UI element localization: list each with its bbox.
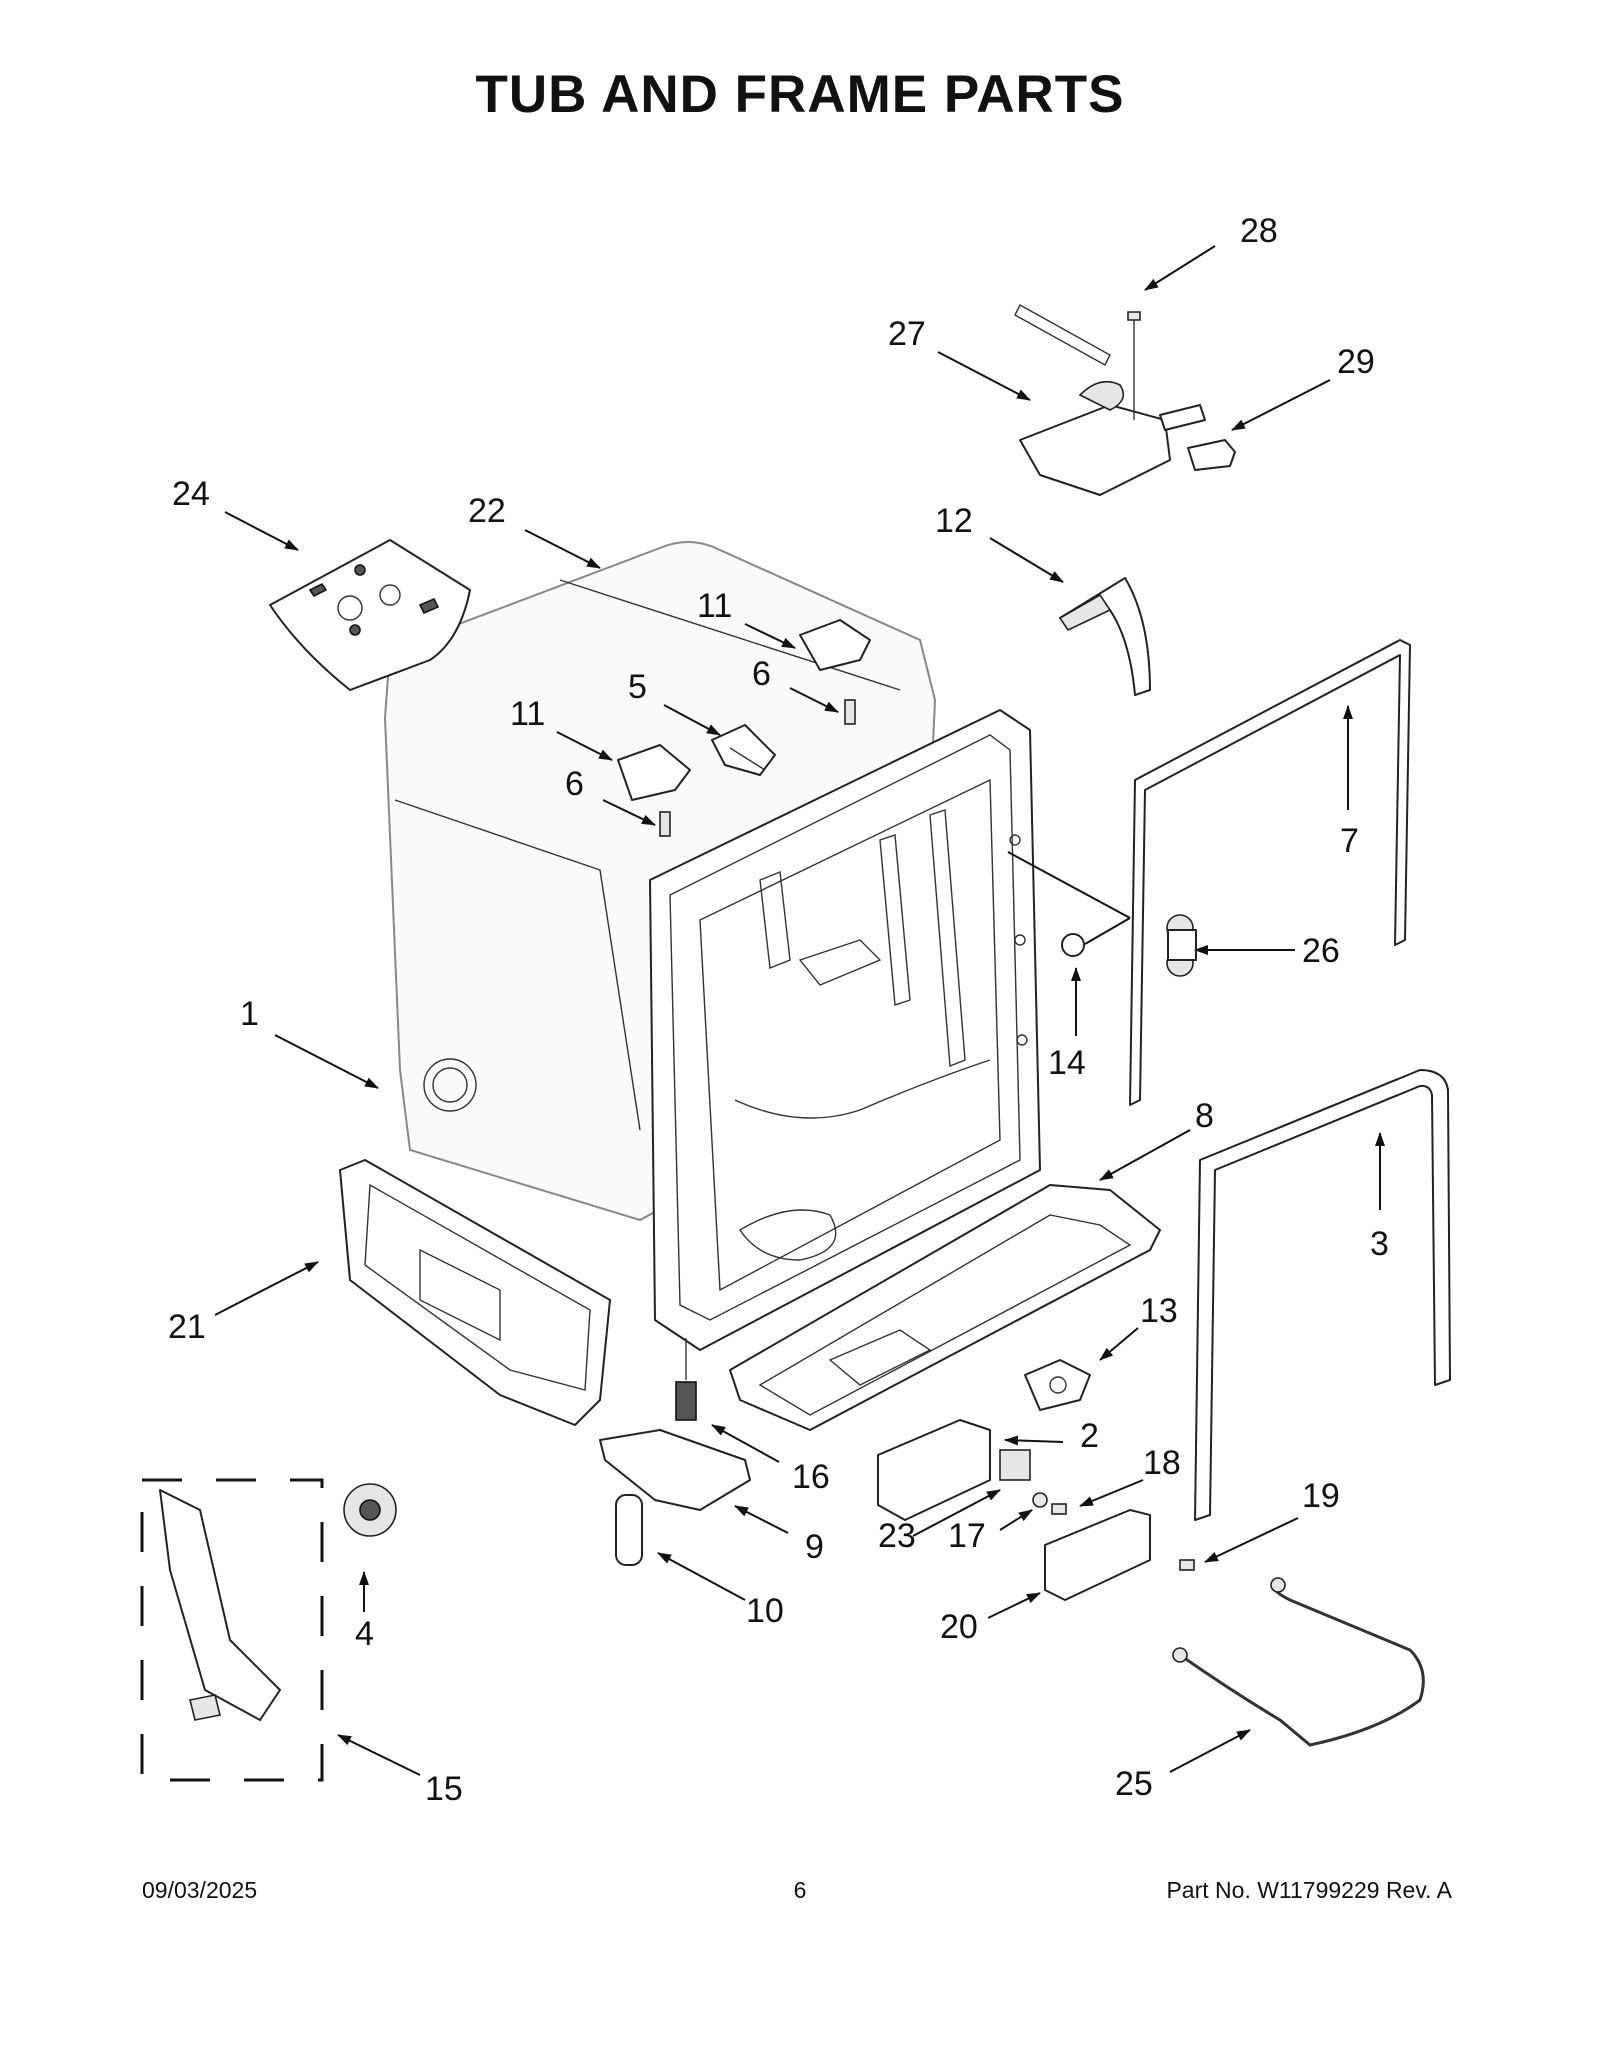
screw-part-19 [1179, 1559, 1195, 1571]
callout-7: 7 [1340, 822, 1359, 860]
callout-25: 25 [1115, 1765, 1153, 1803]
plug-part-14 [1061, 933, 1085, 957]
group-box-part-15 [140, 1478, 324, 1782]
screw-part-18 [1051, 1503, 1067, 1515]
callout-21: 21 [168, 1308, 206, 1346]
bracket-part-5 [711, 724, 776, 776]
callout-19: 19 [1302, 1477, 1340, 1515]
float-part-13 [1024, 1359, 1091, 1411]
callout-4: 4 [355, 1615, 374, 1653]
module-part-23 [877, 1419, 991, 1521]
screw-part-6-lower [659, 811, 671, 837]
callout-24: 24 [172, 475, 210, 513]
roller-part-26 [1166, 914, 1197, 977]
callout-11-upper: 11 [697, 587, 732, 625]
callout-15: 15 [425, 1770, 463, 1808]
door-gasket-part-3 [1194, 1069, 1451, 1521]
screw-part-28 [1127, 311, 1141, 420]
callout-17: 17 [948, 1517, 986, 1555]
callout-16: 16 [792, 1458, 830, 1496]
side-gasket-part-7 [1129, 639, 1411, 1106]
callout-12: 12 [935, 502, 973, 540]
vent-clip-part-29 [1187, 439, 1236, 471]
screw-part-6-upper [844, 699, 856, 725]
callout-18: 18 [1143, 1444, 1181, 1482]
callout-11-lower: 11 [510, 695, 545, 733]
cover-part-20 [1044, 1509, 1151, 1601]
base-frame-part-8 [729, 1184, 1161, 1431]
callout-5: 5 [628, 668, 647, 706]
callout-6-upper: 6 [752, 655, 771, 693]
callout-14: 14 [1048, 1044, 1086, 1082]
footer-part-number: Part No. W11799229 Rev. A [1166, 1877, 1452, 1903]
callout-20: 20 [940, 1608, 978, 1646]
callout-23: 23 [878, 1517, 916, 1555]
callout-2: 2 [1080, 1417, 1099, 1455]
tube-part-10 [615, 1494, 643, 1566]
callout-29: 29 [1337, 343, 1375, 381]
callout-13: 13 [1140, 1292, 1178, 1330]
callout-26: 26 [1302, 932, 1340, 970]
bracket-part-11-lower [617, 744, 691, 801]
callout-labels: 28 27 29 24 22 12 11 6 5 11 6 7 26 14 1 … [168, 212, 1389, 1808]
screw-part-17 [1032, 1492, 1048, 1508]
footer-page-number: 6 [793, 1877, 807, 1903]
callout-6-lower: 6 [565, 765, 584, 803]
footer-date: 09/03/2025 [142, 1877, 258, 1903]
bracket-part-9 [599, 1429, 751, 1511]
leader-lines [214, 245, 1385, 1776]
brace-part-12 [1058, 577, 1151, 696]
front-frame-part-21 [339, 1159, 611, 1426]
leveling-leg-part-16 [675, 1338, 697, 1421]
callout-1: 1 [240, 995, 259, 1033]
callout-10: 10 [746, 1592, 784, 1630]
callout-27: 27 [888, 315, 926, 353]
pump-cap-part-4 [343, 1483, 397, 1537]
vent-assembly-part-27 [1014, 304, 1206, 496]
callout-28: 28 [1240, 212, 1278, 250]
callout-22: 22 [468, 492, 506, 530]
page-title: TUB AND FRAME PARTS [475, 65, 1125, 124]
module-part-2 [999, 1449, 1031, 1481]
hardware-bag-part-24 [269, 539, 471, 691]
callout-9: 9 [805, 1528, 824, 1566]
callout-8: 8 [1195, 1097, 1214, 1135]
tub-frame-part-1 [649, 709, 1041, 1351]
callout-3: 3 [1370, 1225, 1389, 1263]
bracket-part-11-upper [799, 619, 871, 671]
harness-part-25 [1172, 1577, 1425, 1747]
